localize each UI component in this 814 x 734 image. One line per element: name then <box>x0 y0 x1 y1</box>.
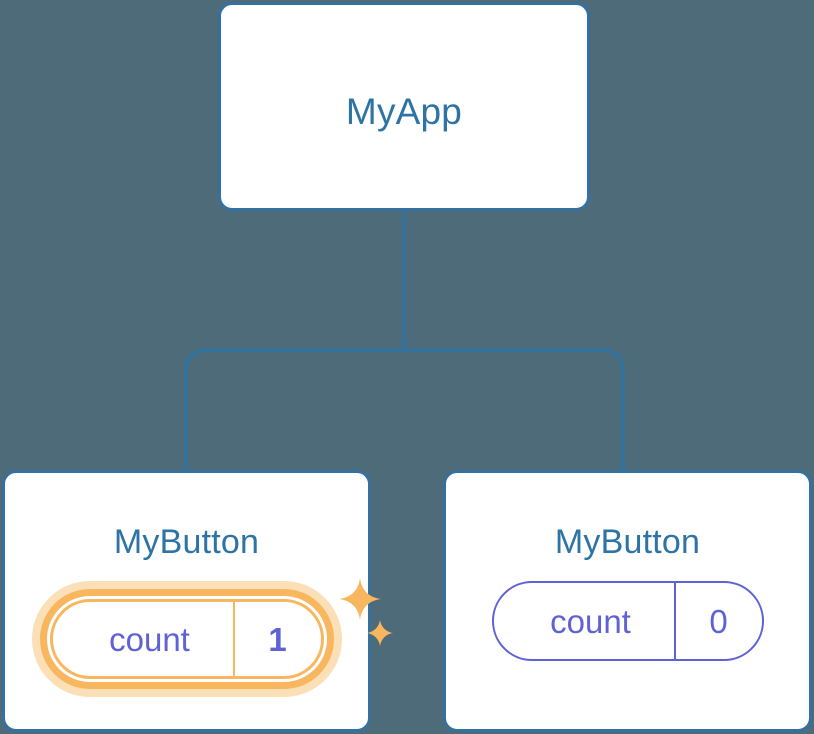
sparkle-large-icon <box>338 577 382 621</box>
state-pill-plain[interactable]: count 0 <box>491 581 764 661</box>
state-pill[interactable]: count 1 <box>49 599 324 679</box>
node-mybutton-left[interactable]: MyButton count 1 <box>2 470 393 732</box>
node-title: MyApp <box>345 91 463 132</box>
sparkle-small-icon <box>366 619 394 647</box>
state-pill-highlighted[interactable]: count 1 <box>31 578 393 697</box>
connector-branch-left <box>184 348 404 471</box>
node-title: MyButton <box>113 523 260 561</box>
state-value: 1 <box>232 602 321 676</box>
node-title: MyButton <box>554 523 701 561</box>
connector-branch-right <box>404 348 625 471</box>
state-value: 0 <box>673 583 762 659</box>
state-key: count <box>550 602 631 640</box>
node-myapp[interactable]: MyApp <box>218 2 590 211</box>
state-pill[interactable]: count 0 <box>491 581 764 661</box>
node-mybutton-right[interactable]: MyButton count 0 <box>443 470 812 732</box>
state-key: count <box>109 620 190 658</box>
